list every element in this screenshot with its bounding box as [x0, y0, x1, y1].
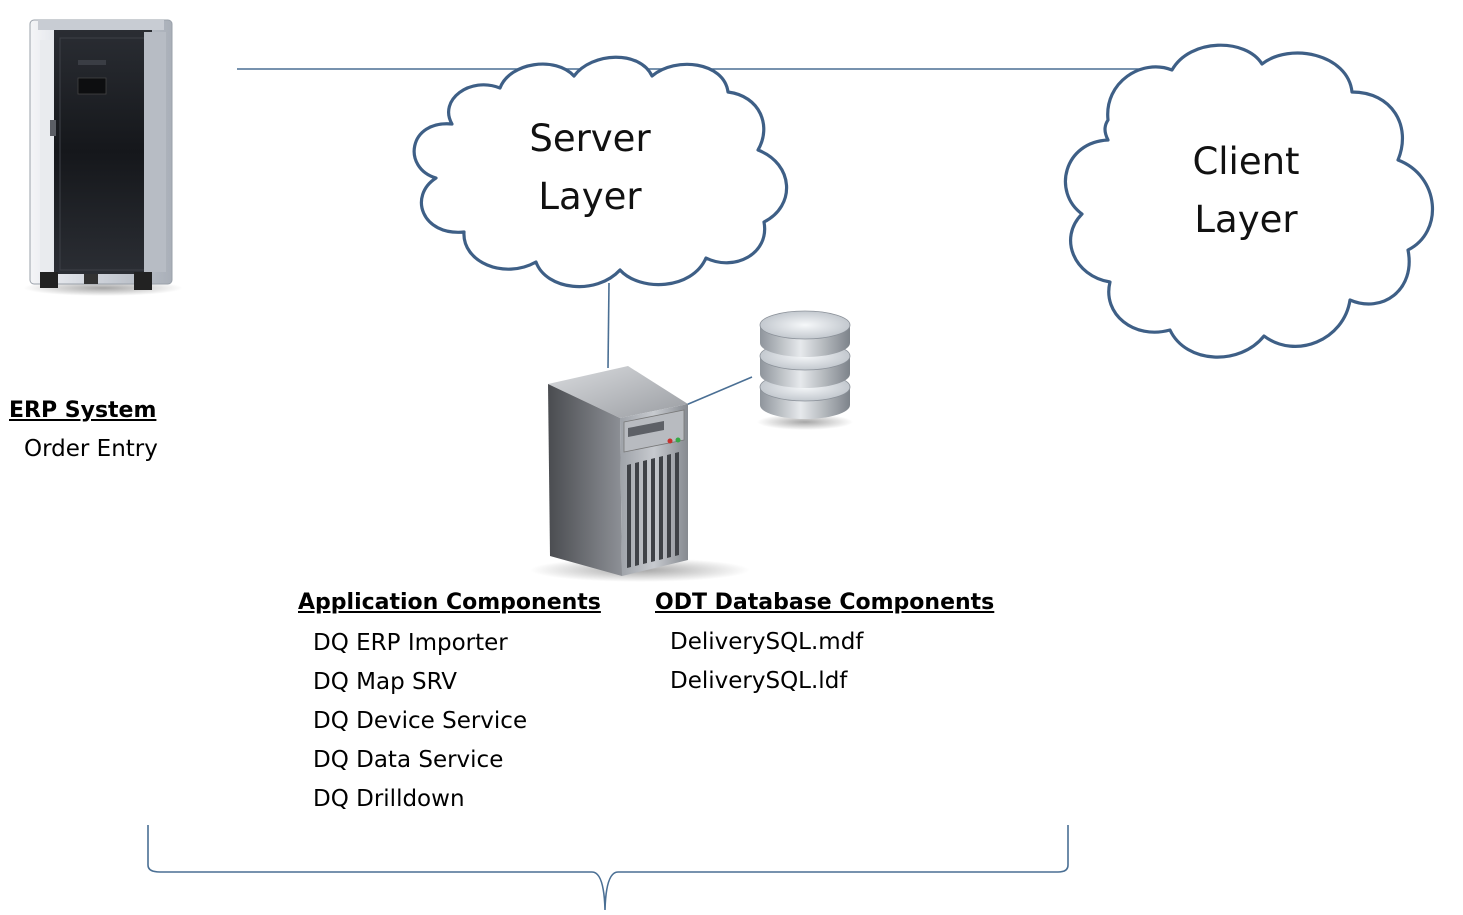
erp-item-order-entry: Order Entry [24, 436, 158, 462]
list-item: DeliverySQL.mdf [670, 629, 864, 655]
server-to-database-line [685, 376, 753, 406]
server-layer-label: Server Layer [500, 110, 680, 226]
server-layer-label-line2: Layer [538, 175, 642, 218]
list-item: DQ Device Service [313, 708, 528, 734]
client-layer-label: Client Layer [1156, 133, 1336, 249]
list-item: DQ ERP Importer [313, 630, 508, 656]
erp-system-heading: ERP System [9, 398, 157, 423]
client-layer-label-line2: Layer [1194, 198, 1298, 241]
server-layer-label-line1: Server [529, 117, 651, 160]
list-item: DeliverySQL.ldf [670, 668, 848, 694]
bottom-brace [147, 825, 1069, 911]
cloud-to-server-line [607, 282, 610, 369]
database-icon [757, 310, 853, 430]
erp-rack-server-icon [23, 19, 183, 296]
application-components-list: DQ ERP Importer DQ Map SRV DQ Device Ser… [313, 624, 527, 819]
database-components-list: DeliverySQL.mdf DeliverySQL.ldf [670, 623, 863, 701]
database-components-heading: ODT Database Components [655, 590, 995, 615]
list-item: DQ Drilldown [313, 786, 465, 812]
client-layer-cloud-shape [1064, 43, 1434, 359]
list-item: DQ Data Service [313, 747, 504, 773]
client-layer-label-line1: Client [1192, 140, 1300, 183]
list-item: DQ Map SRV [313, 669, 458, 695]
server-layer-cloud-shape [412, 55, 789, 289]
server-tower-icon [530, 366, 750, 582]
application-components-heading: Application Components [298, 590, 601, 615]
